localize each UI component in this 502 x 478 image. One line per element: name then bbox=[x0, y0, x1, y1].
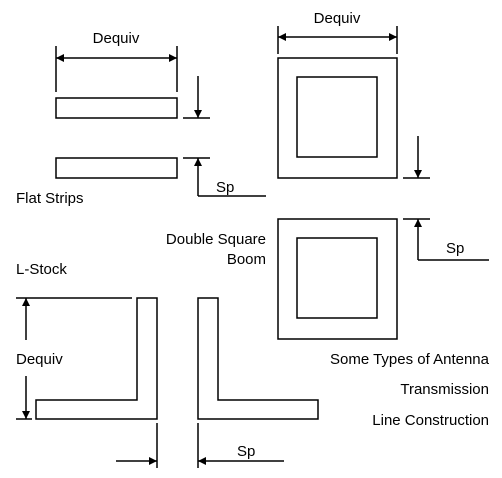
l-stock-right-profile bbox=[197, 297, 319, 420]
caption-line1: Some Types of Antenna bbox=[330, 351, 490, 368]
caption-line2: Transmission bbox=[400, 381, 489, 398]
flat-strips-label: Flat Strips bbox=[16, 190, 84, 207]
square-sp-label: Sp bbox=[446, 240, 464, 257]
double-square-group bbox=[277, 26, 489, 340]
flat-strip-top bbox=[55, 97, 178, 119]
l-deq-label: Dequiv bbox=[16, 351, 63, 368]
l-stock-group bbox=[16, 297, 319, 468]
square-lower-outer bbox=[277, 218, 398, 340]
flat-strip-bottom bbox=[55, 157, 178, 179]
square-upper-inner bbox=[296, 76, 378, 158]
square-lower-inner bbox=[296, 237, 378, 319]
l-sp-label: Sp bbox=[237, 443, 255, 460]
double-square-label-line1: Double Square bbox=[166, 231, 266, 248]
double-square-label-line2: Boom bbox=[227, 251, 266, 268]
l-stock-label: L-Stock bbox=[16, 261, 67, 278]
caption-line3: Line Construction bbox=[372, 412, 489, 429]
flat-strips-group bbox=[55, 46, 266, 197]
square-upper-outer bbox=[277, 57, 398, 179]
flat-deq-label: Dequiv bbox=[93, 30, 140, 47]
flat-sp-label: Sp bbox=[216, 179, 234, 196]
square-deq-label: Dequiv bbox=[314, 10, 361, 27]
l-stock-left-profile bbox=[35, 297, 158, 420]
